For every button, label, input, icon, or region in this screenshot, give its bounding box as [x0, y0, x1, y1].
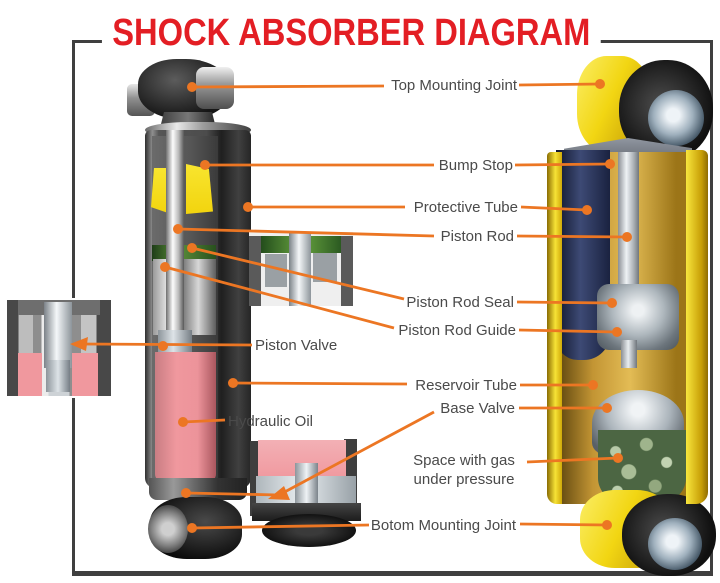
inset-bv-bottom-disc [261, 514, 357, 547]
label-piston-rod: Piston Rod [440, 228, 514, 245]
label-piston-rod-guide: Piston Rod Guide [398, 322, 516, 339]
diagram-title: SHOCK ABSORBER DIAGRAM [101, 12, 601, 55]
hydraulic-oil-column [155, 352, 216, 482]
inset-pv-nut [46, 360, 70, 392]
label-hydraulic-oil: Hydraulic Oil [228, 413, 314, 430]
label-space-with-gas-line2: under pressure [413, 471, 515, 488]
right-top-joint-sleeve [648, 90, 704, 146]
label-base-valve: Base Valve [440, 400, 515, 417]
inset-rg-wall-right [340, 236, 353, 306]
right-piston-rod [618, 152, 639, 302]
piston-valve-inset [5, 298, 113, 398]
bump-stop-right-piece [186, 164, 213, 214]
inset-rg-block-right [313, 252, 338, 283]
right-valve-stem [621, 340, 637, 368]
label-bump-stop: Bump Stop [438, 157, 513, 174]
inset-pv-oil-left [17, 353, 42, 396]
inset-bv-wall-left [250, 441, 260, 517]
label-top-mounting-joint: Top Mounting Joint [391, 77, 517, 94]
inset-pv-rod [43, 302, 72, 368]
reservoir-tube-wall-right [686, 150, 708, 504]
inset-rg-block-left [264, 254, 288, 288]
label-protective-tube: Protective Tube [413, 199, 518, 216]
left-bottom-joint-face [148, 505, 188, 553]
label-space-with-gas: Space with gas under pressure [405, 451, 523, 489]
label-reservoir-tube: Reservoir Tube [415, 377, 517, 394]
right-piston-valve-assembly [597, 284, 679, 350]
right-bottom-joint-sleeve [648, 518, 702, 570]
label-piston-rod-seal: Piston Rod Seal [406, 294, 514, 311]
rod-guide-inset [249, 232, 353, 306]
inset-rg-rod [288, 232, 312, 306]
label-piston-valve: Piston Valve [255, 337, 338, 354]
inset-pv-oil-right [71, 353, 98, 396]
reservoir-tube-wall-left [547, 152, 562, 504]
label-space-with-gas-line1: Space with gas [413, 452, 515, 469]
inset-rg-wall-left [249, 236, 262, 306]
base-valve-inset [250, 437, 368, 547]
label-botom-mounting-joint: Botom Mounting Joint [370, 517, 516, 534]
